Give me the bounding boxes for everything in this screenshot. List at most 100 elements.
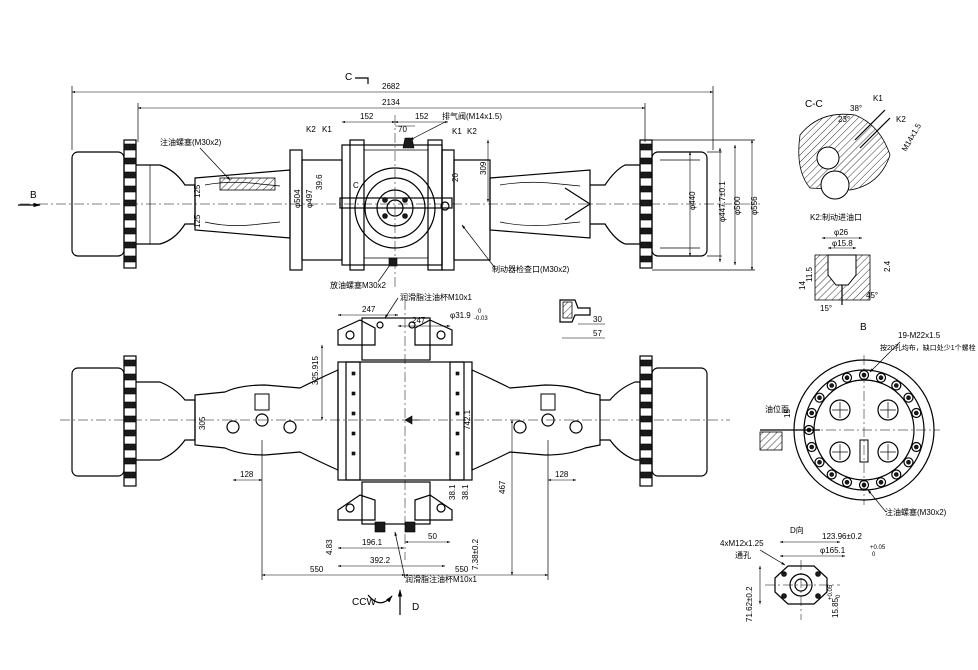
dim-15-85: 15.85 <box>831 597 840 618</box>
hub-bolt-center <box>913 410 919 416</box>
view-b-bolt-note: 按20孔均布，缺口处少1个螺栓 <box>880 343 976 352</box>
angle-45: 45° <box>866 291 878 300</box>
dim-152a: 152 <box>360 112 374 121</box>
right-hub-bolts-bottom <box>639 359 653 479</box>
view-d-through: 通孔 <box>735 550 751 560</box>
section-mark-c-2: C <box>353 181 359 190</box>
dim-125b: 125 <box>193 214 202 228</box>
dim-392-2: 392.2 <box>370 556 391 565</box>
view-b-title: B <box>860 322 867 333</box>
dim-440: φ440 <box>688 191 697 210</box>
hub-bolt <box>911 407 922 419</box>
dim-247b: 247 <box>412 316 426 325</box>
dim-2134: 2134 <box>382 98 400 107</box>
oil-level-label: 油位面 <box>765 404 789 414</box>
note-brake-port: 制动器检查口(M30x2) <box>492 264 570 274</box>
dim-2682: 2682 <box>382 82 400 91</box>
hub-bolt-center <box>817 395 822 401</box>
dim-20: 20 <box>451 173 460 182</box>
marker-k2-left: K2 <box>306 125 316 134</box>
dim-305: 305 <box>198 416 207 430</box>
dim-467: 467 <box>498 480 507 494</box>
hub-bolt-center <box>913 444 919 450</box>
dim-500: φ500 <box>733 196 742 215</box>
dim-325-915: 325.915 <box>311 356 320 385</box>
dim-504: φ504 <box>293 189 302 208</box>
dim-26: φ26 <box>834 228 849 237</box>
view-d: D向 4xM12x1.25 通孔 123.96±0.2 φ165.1 +0.05… <box>720 525 886 622</box>
hub-bolt-center <box>809 410 815 416</box>
section-cc: C-C 38° 23° K1 K2 M14x1.5 <box>798 94 923 200</box>
dim-15-8: φ15.8 <box>832 239 853 248</box>
view-d-title: D向 <box>790 525 804 535</box>
dim-128a: 128 <box>240 470 254 479</box>
left-hub-bolts <box>123 143 137 263</box>
dim-556: φ556 <box>750 196 759 215</box>
view-b-fill-plug: 注油螺塞(M30x2) <box>885 507 947 517</box>
top-view: 2682 2134 C C B <box>18 72 760 290</box>
hub-bolt-center <box>893 383 899 388</box>
note-fill-plug: 注油螺塞(M30x2) <box>160 137 222 147</box>
note-grease-bottom: 润滑脂注油杯M10x1 <box>405 574 478 584</box>
hub-bolt <box>806 407 817 419</box>
dim-50: 50 <box>428 532 437 541</box>
hub-bolt <box>826 469 837 480</box>
cc-k2: K2 <box>896 115 906 124</box>
dim-447: φ447.7±0.1 <box>718 181 727 222</box>
dim-38-1a: 38.1 <box>448 484 457 500</box>
hub-bolt-center <box>829 472 835 477</box>
dim-165-1-tol-top: +0.05 <box>870 545 886 551</box>
dim-30: 30 <box>593 315 602 324</box>
hub-bolt-center <box>844 479 850 485</box>
dim-15-85-tol-bot: 0 <box>836 594 842 598</box>
dim-128b: 128 <box>555 470 569 479</box>
view-d-thread: 4xM12x1.25 <box>720 539 764 548</box>
hub-bolt <box>841 477 853 488</box>
hub-bolt <box>814 392 825 403</box>
hub-bolt-center <box>906 395 911 401</box>
dim-31-9-tol-top: 0 <box>478 309 482 315</box>
dim-57: 57 <box>593 329 602 338</box>
hub-bolt <box>891 469 902 480</box>
marker-k2-right: K2 <box>467 127 477 136</box>
marker-k1-right: K1 <box>452 127 462 136</box>
right-hub-bolts <box>639 143 653 263</box>
ccw-label: CCW <box>352 597 376 608</box>
hub-bolt-center <box>878 375 884 381</box>
angle-23: 23° <box>838 115 850 124</box>
dim-152b: 152 <box>415 112 429 121</box>
dim-71-62: 71.62±0.2 <box>745 586 754 622</box>
cc-k1: K1 <box>873 94 883 103</box>
section-mark-c: C <box>345 72 352 83</box>
angle-15: 15° <box>820 304 832 313</box>
dim-15-85-tol-top: +0.05 <box>828 584 834 600</box>
hub-bolt-center <box>844 375 850 381</box>
hub-bolt-center <box>817 459 822 465</box>
hub-bolt-center <box>906 459 911 465</box>
dim-31-9: φ31.9 <box>450 311 471 320</box>
view-b: B 19-M22x1.5 按20孔均布，缺口处少1个螺栓 油位面 15 注油螺塞… <box>759 322 976 517</box>
bottom-view: 润滑脂注油杯M10x1 247 247 φ31.9 0 -0.03 <box>60 292 730 615</box>
section-k2-title: K2:制动进油口 <box>810 212 862 222</box>
hub-bolt <box>875 477 887 488</box>
dim-550a: 550 <box>310 565 324 574</box>
marker-k1-left: K1 <box>322 125 332 134</box>
view-b-bolts: 19-M22x1.5 <box>898 331 941 340</box>
cc-m14: M14x1.5 <box>900 121 923 153</box>
hub-bolt-center <box>809 444 815 450</box>
dim-247a: 247 <box>362 305 376 314</box>
view-mark-d: D <box>412 602 419 613</box>
dim-7-38: 7.38±0.2 <box>471 538 480 570</box>
dim-165-1: φ165.1 <box>820 546 846 555</box>
dim-2-4: 2.4 <box>883 260 892 272</box>
note-vent: 排气阀(M14x1.5) <box>442 111 502 121</box>
dim-125a: 125 <box>193 184 202 198</box>
hub-bolt <box>891 380 902 391</box>
dim-31-9-tol-bot: -0.03 <box>474 316 488 322</box>
view-d-flange <box>774 565 828 605</box>
dim-4-83: 4.83 <box>325 539 334 555</box>
hub-bolt <box>841 372 853 383</box>
dim-550b: 550 <box>455 565 469 574</box>
